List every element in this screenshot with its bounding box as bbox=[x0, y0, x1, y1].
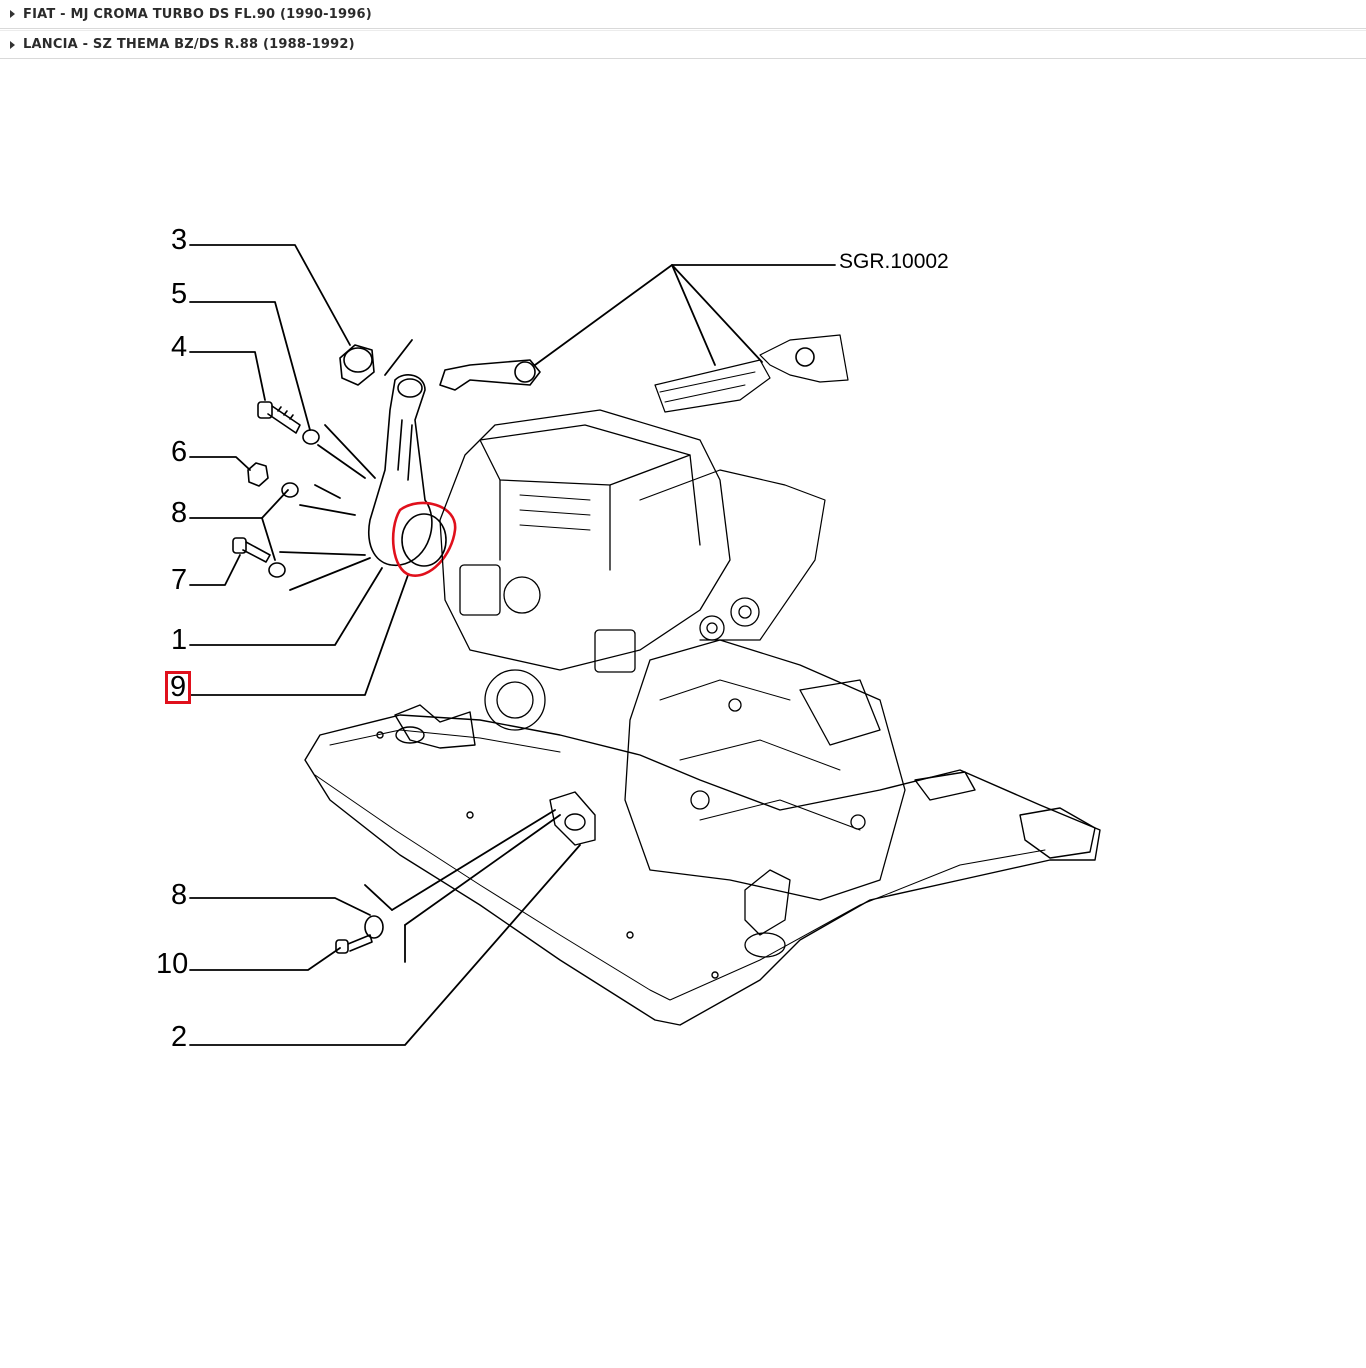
washer-part-8b bbox=[268, 562, 286, 578]
bolt-part-7 bbox=[232, 537, 271, 563]
tree-item-lancia-thema[interactable]: LANCIA - SZ THEMA BZ/DS R.88 (1988-1992) bbox=[0, 30, 1366, 59]
callout-7[interactable]: 7 bbox=[171, 564, 188, 596]
nut-part-6 bbox=[247, 462, 269, 487]
expand-arrow-icon[interactable] bbox=[10, 10, 15, 18]
callout-1[interactable]: 1 bbox=[171, 624, 188, 656]
callout-2[interactable]: 2 bbox=[171, 1021, 188, 1053]
callout-5[interactable]: 5 bbox=[171, 278, 188, 310]
tree-item-fiat-croma[interactable]: FIAT - MJ CROMA TURBO DS FL.90 (1990-199… bbox=[0, 0, 1366, 29]
expand-arrow-icon[interactable] bbox=[10, 40, 15, 49]
callout-10[interactable]: 10 bbox=[156, 948, 189, 980]
callout-6[interactable]: 6 bbox=[171, 436, 188, 468]
tree-item-label: LANCIA - SZ THEMA BZ/DS R.88 (1988-1992) bbox=[23, 37, 355, 52]
engine-block bbox=[439, 409, 826, 731]
washer-part-8c bbox=[364, 915, 384, 939]
bolt-part-4 bbox=[257, 401, 301, 434]
rubber-bush-part-3 bbox=[339, 344, 375, 386]
callout-9-highlighted[interactable]: 9 bbox=[165, 671, 192, 704]
tree-item-label: FIAT - MJ CROMA TURBO DS FL.90 (1990-199… bbox=[23, 6, 372, 22]
highlight-circle bbox=[391, 501, 457, 577]
leader-lines bbox=[189, 244, 836, 1046]
callout-8[interactable]: 8 bbox=[171, 497, 188, 529]
callout-8-lower[interactable]: 8 bbox=[171, 879, 188, 911]
subframe bbox=[304, 704, 1101, 1026]
washer-part-5 bbox=[302, 429, 320, 445]
torque-rod-part-1 bbox=[368, 374, 433, 566]
screw-part-10 bbox=[335, 934, 373, 954]
callout-4[interactable]: 4 bbox=[171, 331, 188, 363]
gearbox bbox=[624, 639, 906, 958]
washer-part-8 bbox=[281, 482, 299, 498]
reference-code: SGR.10002 bbox=[839, 250, 949, 273]
callout-3[interactable]: 3 bbox=[171, 224, 188, 256]
bush-part-9 bbox=[401, 513, 447, 567]
sgr-assembly-parts bbox=[439, 334, 849, 413]
